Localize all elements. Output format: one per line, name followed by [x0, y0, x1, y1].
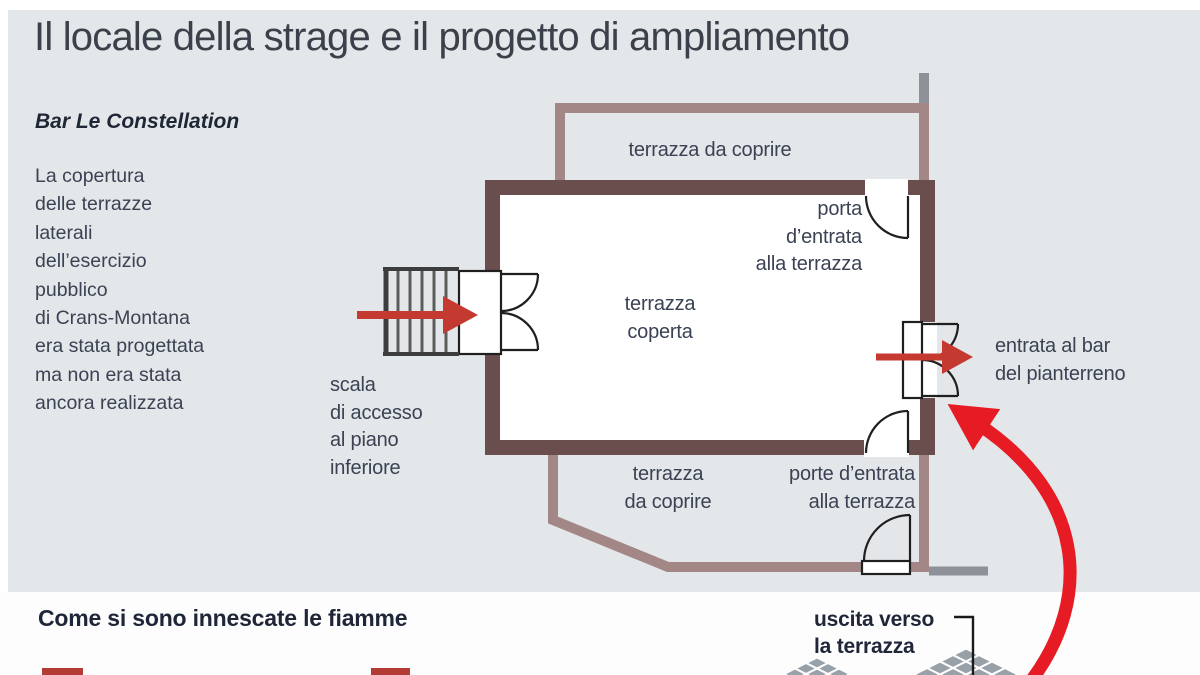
floor-tiles-small — [783, 657, 851, 675]
label-line: di accesso — [330, 401, 423, 424]
label-line: terrazza da coprire — [628, 139, 792, 161]
label-line: inferiore — [330, 456, 401, 479]
label-line: uscita verso — [814, 608, 935, 631]
label-terrace-entrance-doors: porte d’entrata alla terrazza — [715, 461, 915, 516]
terrace-door-bottom-right — [864, 409, 910, 454]
bottom-terrace-outline-left — [548, 452, 864, 572]
description-line: ancora realizzata — [35, 392, 184, 415]
label-line: terrazza — [632, 463, 704, 485]
label-terrace-entrance-door: porta d’entrata alla terrazza — [662, 196, 863, 279]
label-line: coperta — [627, 320, 693, 343]
label-top-terrace: terrazza da coprire — [560, 137, 860, 165]
label-line: entrata al bar — [995, 335, 1111, 357]
description-line: delle terrazze — [35, 193, 153, 216]
door-swing-arc — [500, 311, 540, 351]
label-bottom-terrace: terrazza da coprire — [593, 461, 743, 516]
floor-tile — [926, 661, 954, 675]
description-line: dell’esercizio — [35, 250, 147, 273]
door-opening-bottom — [864, 438, 909, 457]
floor-tile — [827, 668, 851, 675]
label-line: al piano — [330, 429, 399, 451]
door-swing-arc — [500, 273, 540, 313]
legend-swatch-2 — [371, 668, 410, 675]
door-swing-arc — [864, 195, 909, 240]
lower-terrace-exit-door — [860, 513, 912, 576]
terrace-door-top-right — [864, 195, 910, 240]
floor-tile — [939, 654, 967, 669]
legend-swatch-1 — [42, 668, 83, 675]
section-heading-flames: Come si sono innescate le fiamme — [38, 605, 408, 631]
label-line: alla terrazza — [808, 490, 916, 513]
exit-label-leader-line — [954, 615, 975, 675]
stairs-direction-arrow — [357, 296, 478, 334]
label-line: alla terrazza — [755, 253, 863, 275]
door-swing-arc — [862, 513, 911, 562]
label-stairs: scala di accesso al piano inferiore — [330, 372, 423, 482]
label-line: da coprire — [624, 490, 712, 513]
bar-name-subtitle: Bar Le Constellation — [35, 110, 240, 133]
label-bar-entrance: entrata al bar del pianterreno — [995, 333, 1126, 388]
door-opening-top — [865, 179, 908, 196]
label-line: porte d’entrata — [789, 463, 915, 485]
bottom-white-band — [0, 592, 1200, 675]
door-frame — [860, 559, 912, 576]
label-line: terrazza — [624, 293, 696, 315]
label-terrace-exit: uscita verso la terrazza — [814, 606, 934, 660]
label-line: la terrazza — [814, 635, 915, 658]
door-swing-arc — [864, 409, 909, 454]
floor-tile — [978, 661, 1006, 675]
description-paragraph: La copertura delle terrazze laterali del… — [35, 162, 204, 418]
description-line: La copertura — [35, 165, 145, 187]
bar-entrance-arrow — [876, 340, 973, 374]
description-line: di Crans-Montana — [35, 307, 190, 330]
label-line: scala — [330, 374, 376, 396]
description-line: ma non era stata — [35, 363, 182, 386]
top-terrace-outline — [555, 103, 929, 183]
curved-entry-arrow — [947, 403, 1077, 675]
description-line: era stata progettata — [35, 335, 205, 358]
description-line: pubblico — [35, 278, 108, 301]
description-line: laterali — [35, 221, 93, 244]
main-room-interior — [500, 195, 920, 440]
label-line: del pianterreno — [995, 362, 1126, 385]
bottom-terrace-outline-right — [908, 452, 929, 572]
label-covered-terrace: terrazza coperta — [600, 291, 720, 346]
label-line: porta — [817, 198, 862, 220]
page-title: Il locale della strage e il progetto di … — [34, 15, 850, 59]
label-line: d’entrata — [785, 225, 862, 248]
